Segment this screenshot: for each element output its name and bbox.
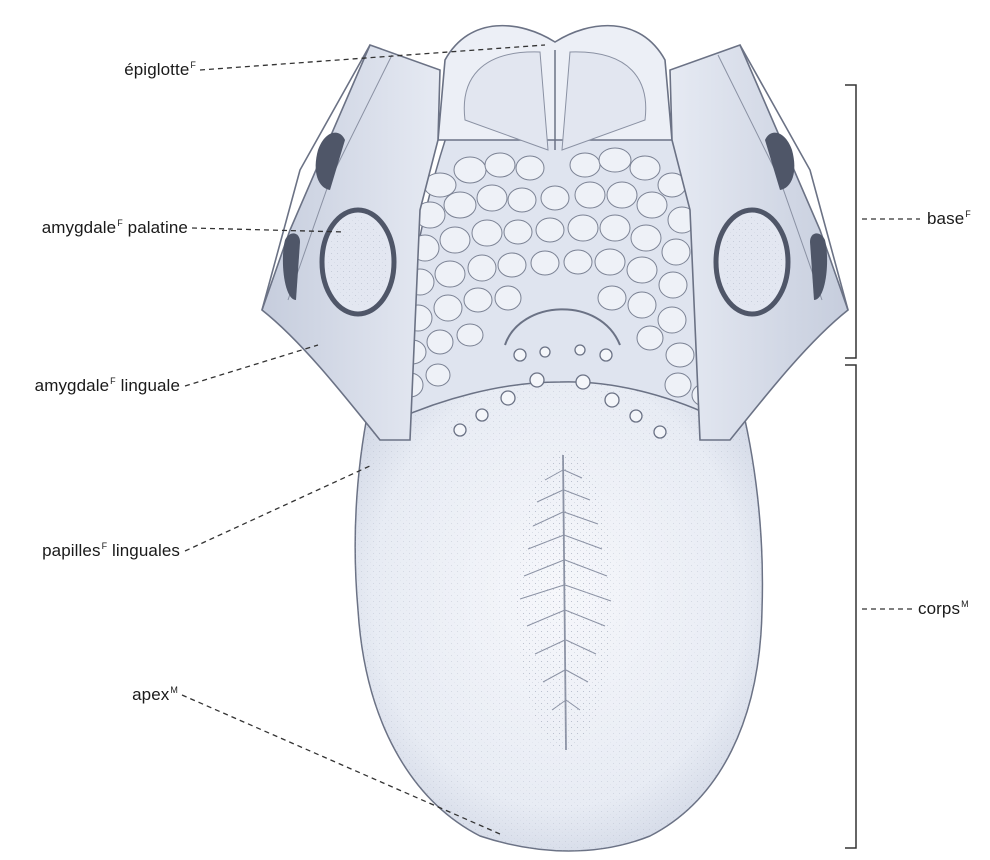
- label-corps-text: corps: [918, 599, 960, 618]
- gender-marker: F: [190, 60, 196, 70]
- label-amygdale-palatine: amygdaleF palatine: [42, 218, 188, 238]
- label-amygdale-palatine-rest: palatine: [123, 218, 188, 237]
- gender-marker: M: [170, 685, 178, 695]
- label-epiglotte: épiglotteF: [124, 60, 196, 80]
- label-epiglotte-text: épiglotte: [124, 60, 189, 79]
- bracket-corps: [845, 365, 856, 848]
- gender-marker: M: [961, 599, 969, 609]
- gender-marker: F: [965, 209, 971, 219]
- label-amygdale-palatine-word: amygdale: [42, 218, 117, 237]
- bracket-base: [845, 85, 856, 358]
- label-apex: apexM: [132, 685, 178, 705]
- label-apex-text: apex: [132, 685, 169, 704]
- label-base-text: base: [927, 209, 964, 228]
- leader-papilles-linguales: [185, 465, 372, 551]
- label-amygdale-linguale-word: amygdale: [35, 376, 110, 395]
- leader-amygdale-linguale: [185, 345, 318, 386]
- label-papilles-linguales-word: papilles: [42, 541, 100, 560]
- label-papilles-linguales: papillesF linguales: [42, 541, 180, 561]
- label-amygdale-linguale: amygdaleF linguale: [35, 376, 180, 396]
- label-base: baseF: [927, 209, 971, 229]
- label-papilles-linguales-rest: linguales: [107, 541, 180, 560]
- label-amygdale-linguale-rest: linguale: [116, 376, 180, 395]
- label-corps: corpsM: [918, 599, 969, 619]
